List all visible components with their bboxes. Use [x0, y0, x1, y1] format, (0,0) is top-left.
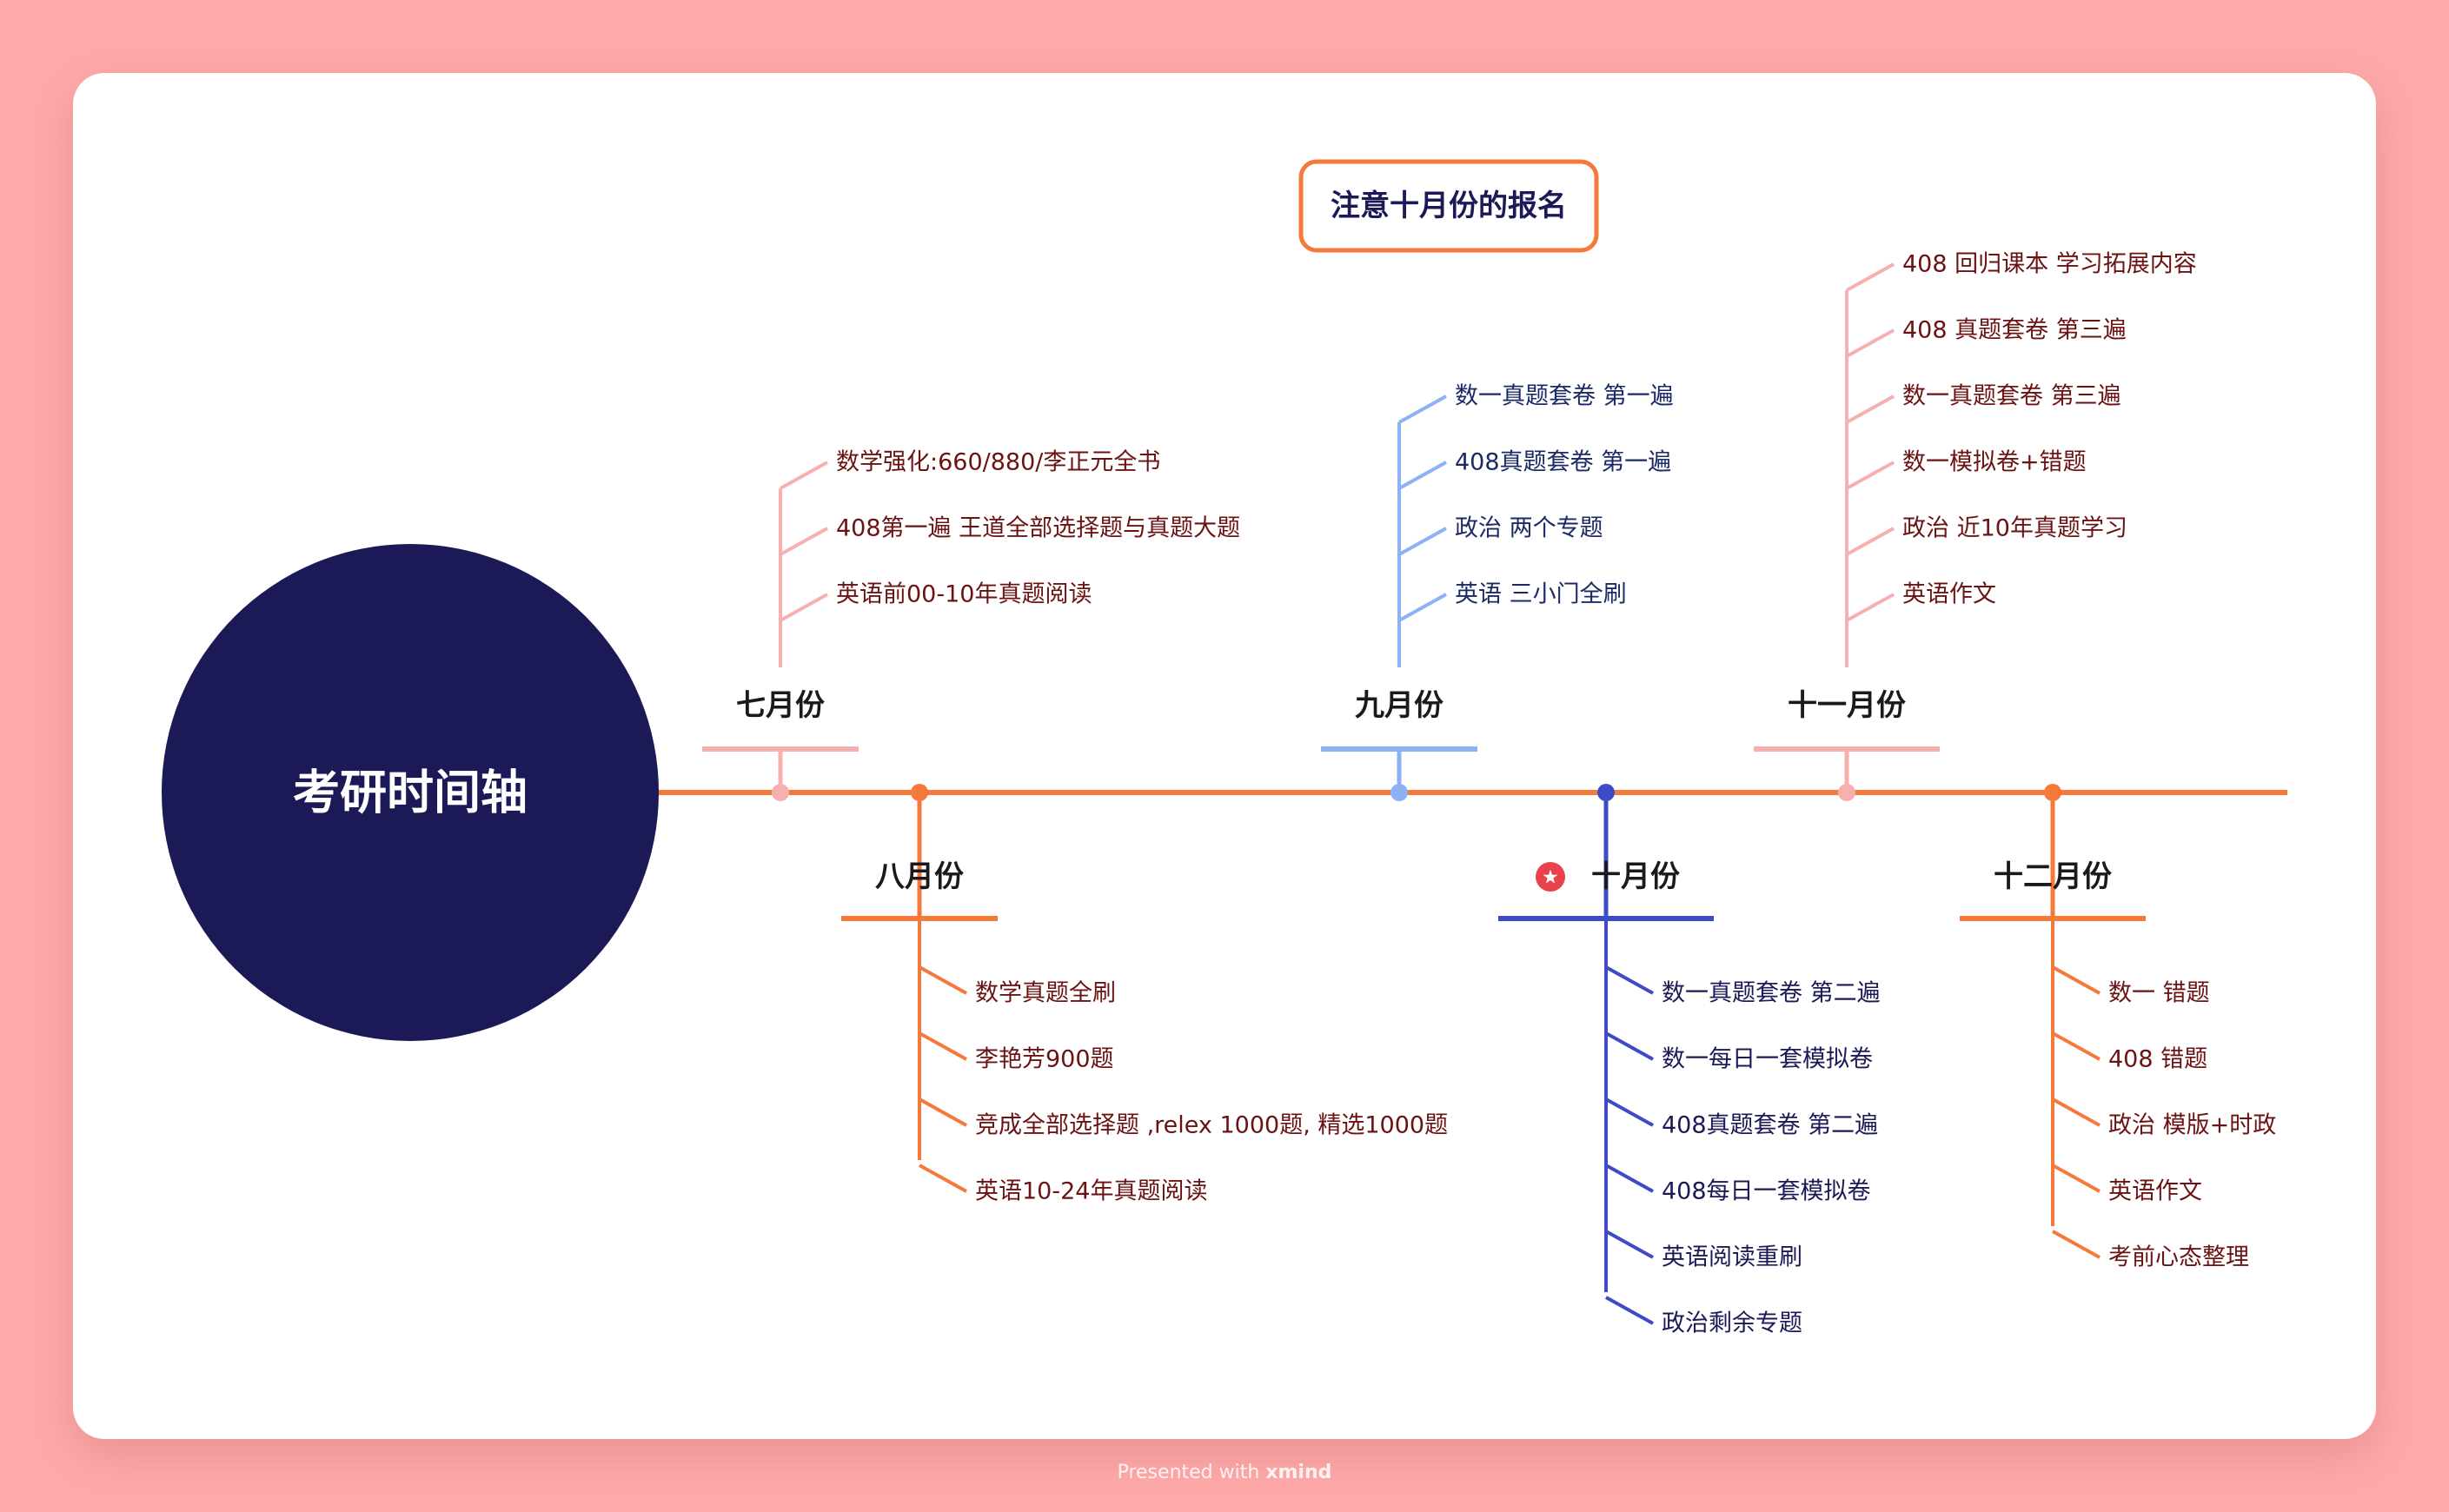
- month-5-item: 数一模拟卷+错题: [1902, 449, 2087, 476]
- month-4-item-branch: [1605, 1098, 1654, 1127]
- month-1-item-branch: [780, 593, 828, 622]
- month-5-item-branch: [1846, 328, 1895, 358]
- month-5-item-branch: [1846, 262, 1895, 292]
- month-2-label: 八月份: [875, 859, 964, 894]
- month-3-item-branch: [1398, 461, 1447, 490]
- month-1-item: 数学强化:660/880/李正元全书: [836, 449, 1160, 476]
- month-5-item-branch: [1846, 527, 1895, 556]
- month-6-item: 英语作文: [2108, 1178, 2202, 1205]
- month-2-item-branch: [919, 1164, 967, 1193]
- month-3-item-branch: [1398, 395, 1447, 424]
- month-5-item: 数一真题套卷 第三遍: [1902, 383, 2121, 410]
- month-2-item-branch: [919, 1098, 967, 1127]
- month-4-star-icon: [1536, 862, 1565, 892]
- month-5-item-branch: [1846, 593, 1895, 622]
- note-box[interactable]: [1298, 159, 1599, 253]
- month-5-item: 408 真题套卷 第三遍: [1902, 317, 2127, 344]
- month-1-item-branch: [780, 461, 828, 490]
- month-5-item-branch: [1846, 461, 1895, 490]
- month-3-item: 数一真题套卷 第一遍: [1455, 383, 1674, 410]
- month-4-timeline-dot[interactable]: [1597, 784, 1615, 801]
- month-4-label: 十月份: [1591, 859, 1680, 894]
- month-6-timeline-dot[interactable]: [2044, 784, 2061, 801]
- month-6-item-branch: [2052, 1230, 2101, 1259]
- month-4-item: 英语阅读重刷: [1662, 1244, 1802, 1271]
- month-4-item-branch: [1605, 1164, 1654, 1193]
- month-2-item: 李艳芳900题: [975, 1046, 1114, 1073]
- month-3-item: 408真题套卷 第一遍: [1455, 449, 1671, 476]
- note-box-label: 注意十月份的报名: [1331, 189, 1567, 223]
- month-4-item: 政治剩余专题: [1662, 1310, 1802, 1337]
- month-6-item: 考前心态整理: [2108, 1244, 2249, 1271]
- month-2-timeline-dot[interactable]: [911, 784, 928, 801]
- month-5-item: 408 回归课本 学习拓展内容: [1902, 251, 2197, 278]
- month-4-item-branch: [1605, 965, 1654, 995]
- month-4-star-glyph: ★: [1542, 867, 1559, 889]
- month-4-item-branch: [1605, 1296, 1654, 1325]
- month-4-item-branch: [1605, 1230, 1654, 1259]
- month-4-item: 数一每日一套模拟卷: [1662, 1046, 1873, 1073]
- month-2-item: 英语10-24年真题阅读: [975, 1178, 1207, 1205]
- month-6-item-branch: [2052, 1098, 2101, 1127]
- month-4-item: 408每日一套模拟卷: [1662, 1178, 1871, 1205]
- month-5-item-branch: [1846, 395, 1895, 424]
- month-1-item: 408第一遍 王道全部选择题与真题大题: [836, 515, 1240, 542]
- month-5-item: 英语作文: [1902, 581, 1996, 608]
- footer-brand: xmind: [1265, 1462, 1332, 1483]
- month-3-item: 政治 两个专题: [1455, 515, 1603, 542]
- month-2-item-branch: [919, 965, 967, 995]
- month-5-label: 十一月份: [1788, 688, 1906, 723]
- month-1-label: 七月份: [736, 688, 825, 723]
- footer-prefix: Presented with: [1117, 1462, 1266, 1483]
- central-topic-label: 考研时间轴: [293, 766, 528, 820]
- month-3-label: 九月份: [1355, 688, 1444, 723]
- month-6-item-branch: [2052, 1031, 2101, 1061]
- month-6-item: 数一 错题: [2108, 980, 2210, 1007]
- month-1-item: 英语前00-10年真题阅读: [836, 581, 1092, 608]
- month-3-item: 英语 三小门全刷: [1455, 581, 1627, 608]
- month-5-item: 政治 近10年真题学习: [1902, 515, 2127, 542]
- month-3-timeline-dot[interactable]: [1390, 784, 1408, 801]
- month-3-item-branch: [1398, 593, 1447, 622]
- month-5-timeline-dot[interactable]: [1838, 784, 1855, 801]
- month-4-item: 数一真题套卷 第二遍: [1662, 980, 1881, 1007]
- month-6-item-branch: [2052, 965, 2101, 995]
- month-6-item-branch: [2052, 1164, 2101, 1193]
- month-6-item: 408 错题: [2108, 1046, 2207, 1073]
- month-2-item: 竞成全部选择题 ,relex 1000题, 精选1000题: [975, 1112, 1448, 1139]
- central-topic-circle[interactable]: [162, 544, 659, 1041]
- month-2-item: 数学真题全刷: [975, 980, 1116, 1007]
- month-6-item: 政治 模版+时政: [2108, 1112, 2276, 1139]
- month-6-label: 十二月份: [1994, 859, 2112, 894]
- month-4-item-branch: [1605, 1031, 1654, 1061]
- month-4-item: 408真题套卷 第二遍: [1662, 1112, 1878, 1139]
- month-1-timeline-dot[interactable]: [772, 784, 789, 801]
- month-1-item-branch: [780, 527, 828, 556]
- footer: Presented with xmind: [0, 1462, 2449, 1483]
- month-3-item-branch: [1398, 527, 1447, 556]
- month-2-item-branch: [919, 1031, 967, 1061]
